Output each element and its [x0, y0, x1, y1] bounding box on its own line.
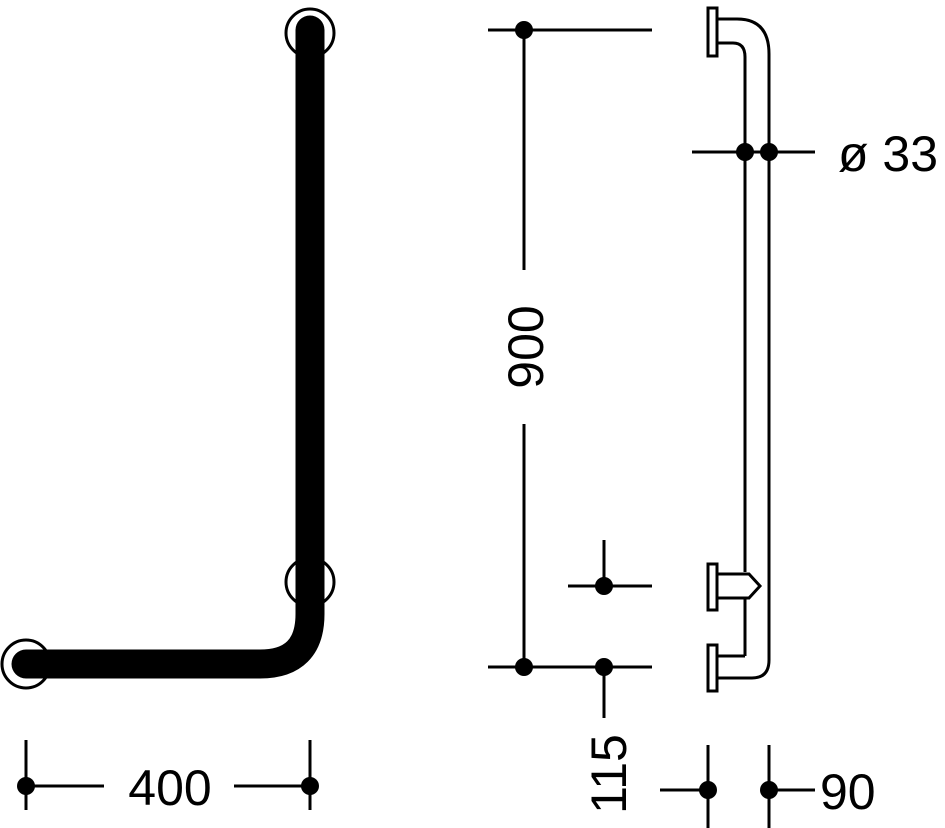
dimension-diameter: ø 33 [692, 126, 938, 182]
dimension-offset: 115 [568, 540, 652, 814]
side-view [706, 6, 771, 693]
projection-label: 90 [820, 764, 876, 820]
diameter-label: ø 33 [838, 126, 938, 182]
side-tube-top-arm [717, 17, 771, 680]
bottom-bracket [717, 654, 745, 680]
flange-middle [706, 562, 719, 612]
middle-bracket [717, 572, 763, 600]
side-tube-inner [717, 41, 747, 572]
dimension-height: 900 [488, 21, 652, 676]
dimension-projection: 90 [660, 745, 876, 828]
grab-bar-tube-outline [11, 15, 325, 679]
width-label: 400 [128, 760, 211, 816]
height-label: 900 [498, 305, 554, 388]
flange-top [706, 6, 719, 58]
offset-label: 115 [581, 734, 637, 814]
front-view [0, 7, 336, 690]
flange-bottom [706, 643, 719, 693]
dimension-width: 400 [17, 740, 319, 816]
grab-bar-tube-core [14, 18, 322, 676]
